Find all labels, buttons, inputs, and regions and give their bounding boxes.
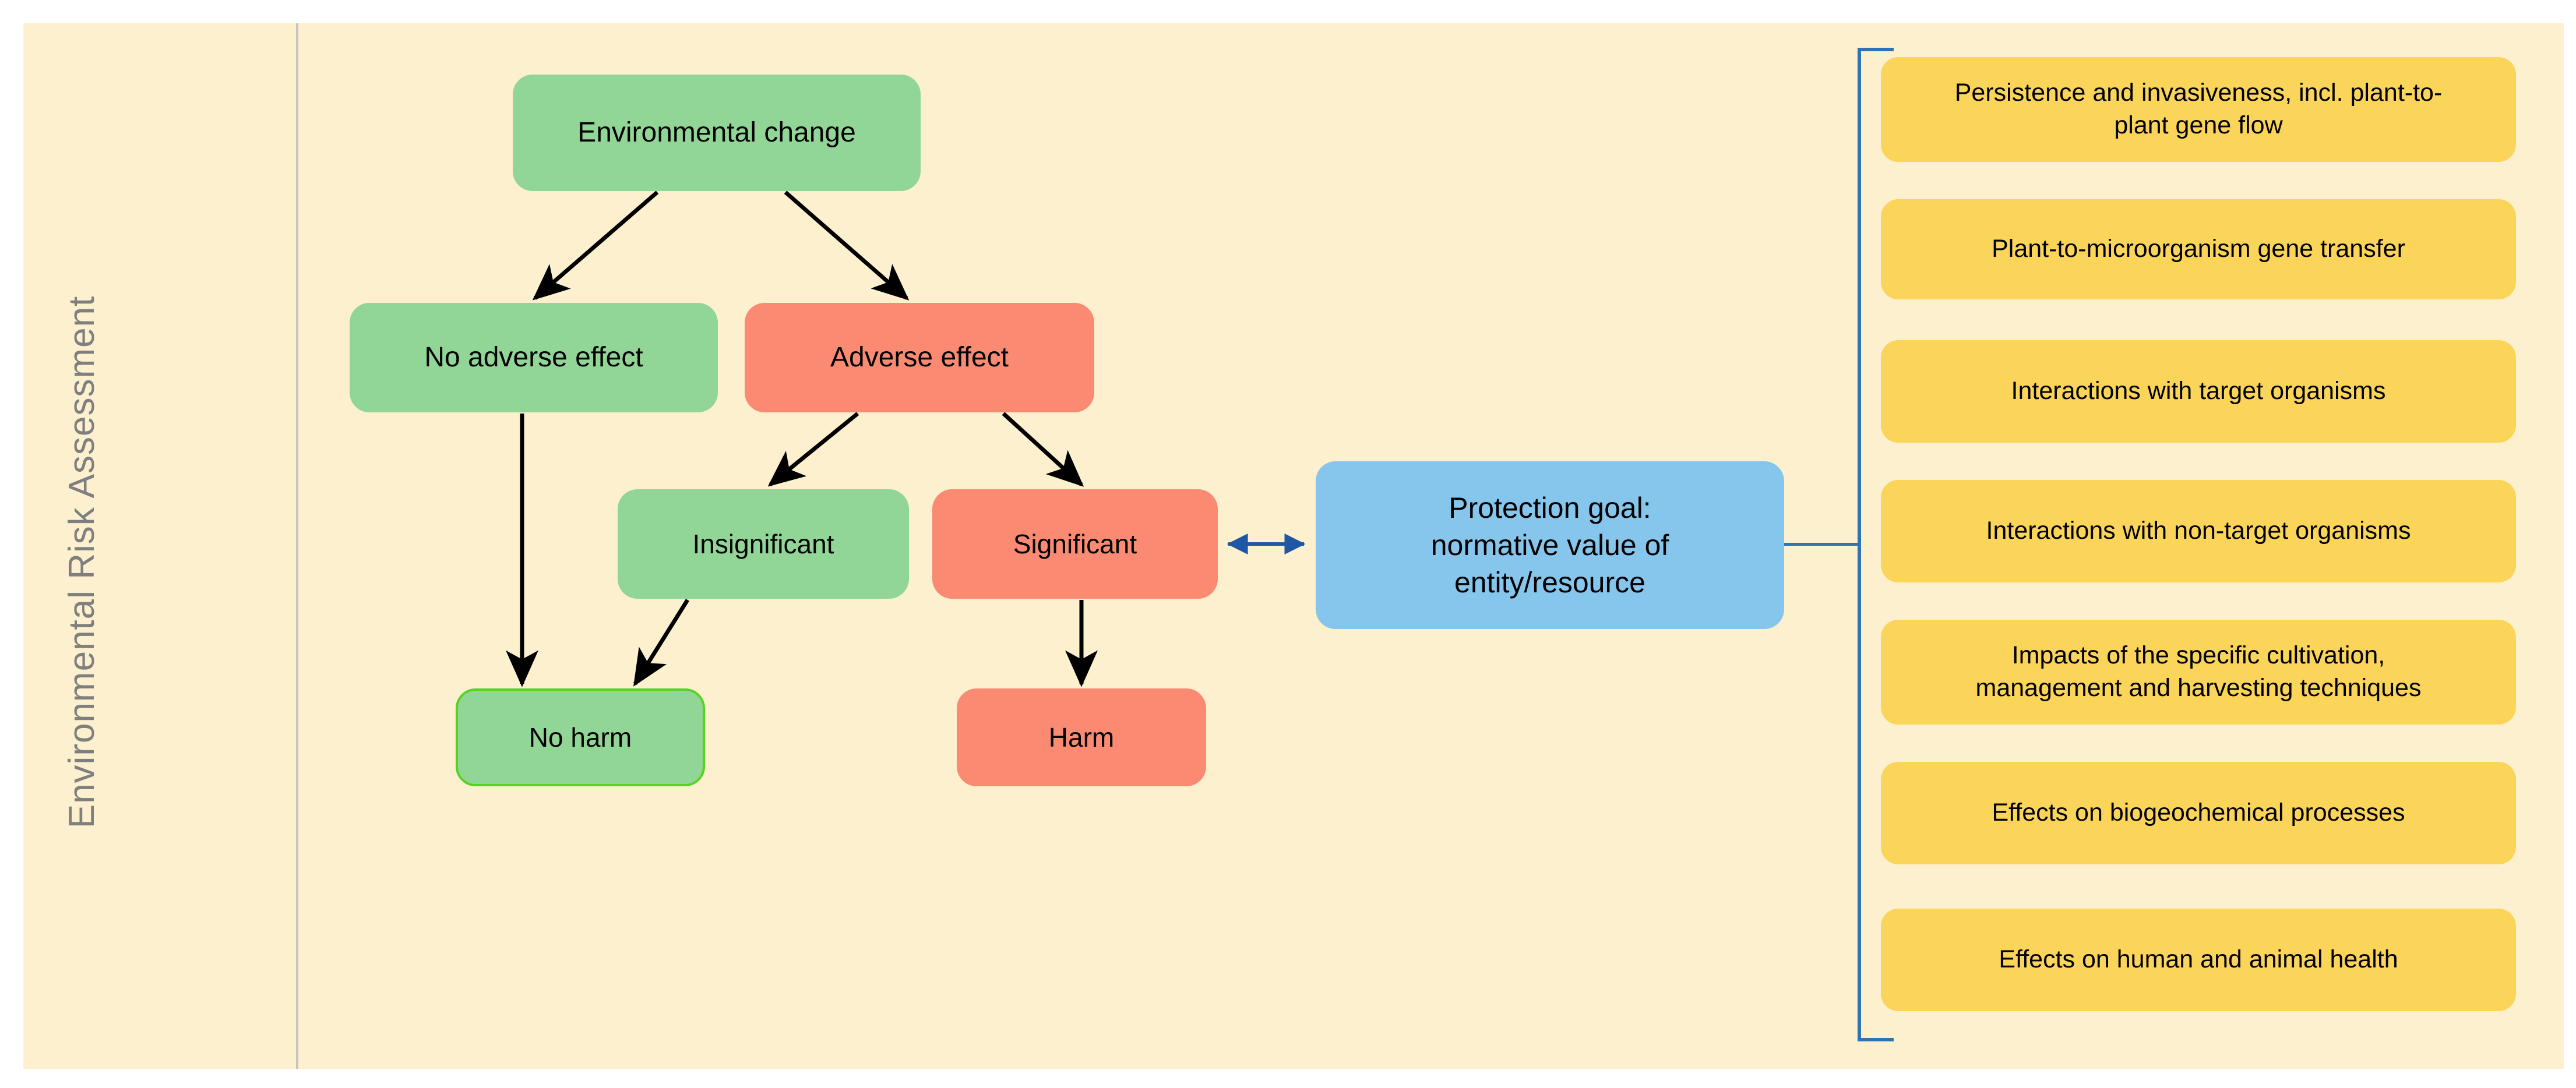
node-protection-goal[interactable]: Protection goal: normative value of enti… — [1316, 461, 1784, 629]
node-significant[interactable]: Significant — [932, 489, 1218, 599]
protection-goal-line-2: normative value of — [1430, 529, 1669, 561]
criteria-card-effects-biogeochemical-processes[interactable]: Effects on biogeochemical processes — [1881, 762, 2516, 864]
criteria-card-interactions-target-organisms[interactable]: Interactions with target organisms — [1881, 340, 2516, 443]
criteria-card-effects-human-animal-health[interactable]: Effects on human and animal health — [1881, 909, 2516, 1011]
node-harm[interactable]: Harm — [957, 688, 1206, 786]
node-no-adverse-effect[interactable]: No adverse effect — [350, 303, 718, 412]
criteria-bracket-vertical — [1858, 48, 1861, 1041]
section-divider — [296, 23, 298, 1069]
protection-goal-line-1: Protection goal: — [1449, 492, 1651, 524]
protection-goal-line-3: entity/resource — [1454, 566, 1645, 599]
criteria-card-persistence-invasiveness[interactable]: Persistence and invasiveness, incl. plan… — [1881, 57, 2516, 162]
node-environmental-change[interactable]: Environmental change — [513, 75, 921, 191]
criteria-line: Impacts of the specific cultivation, — [2011, 641, 2385, 670]
node-adverse-effect[interactable]: Adverse effect — [745, 303, 1094, 412]
criteria-line: Persistence and invasiveness, incl. plan… — [1954, 79, 2443, 107]
criteria-bracket-bottom-stub — [1858, 1038, 1894, 1041]
section-label-environmental-risk-assessment: Environmental Risk Assessment — [61, 295, 102, 829]
criteria-bracket-top-stub — [1858, 48, 1894, 51]
node-insignificant[interactable]: Insignificant — [618, 489, 909, 599]
criteria-line: management and harvesting techniques — [1975, 674, 2422, 702]
criteria-card-interactions-non-target-organisms[interactable]: Interactions with non-target organisms — [1881, 480, 2516, 582]
criteria-line: plant gene flow — [2114, 111, 2283, 139]
bracket-connector-stem — [1784, 543, 1859, 546]
node-no-harm[interactable]: No harm — [456, 688, 705, 786]
criteria-card-impacts-cultivation-management-harvesting[interactable]: Impacts of the specific cultivation, man… — [1881, 620, 2516, 725]
criteria-card-plant-to-microorganism-gene-transfer[interactable]: Plant-to-microorganism gene transfer — [1881, 199, 2516, 299]
